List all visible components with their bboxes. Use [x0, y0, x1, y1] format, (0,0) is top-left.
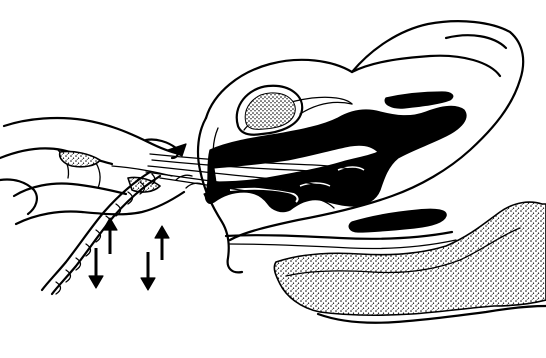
hand-holding-instrument: [0, 118, 184, 224]
arrow-down-right-icon: [141, 252, 155, 290]
arrow-down-left-icon: [89, 248, 103, 288]
movement-arrows: [89, 218, 169, 290]
canal-outline: [226, 232, 456, 249]
arrow-up-left-icon: [103, 218, 117, 254]
arrow-up-right-icon: [155, 226, 169, 260]
